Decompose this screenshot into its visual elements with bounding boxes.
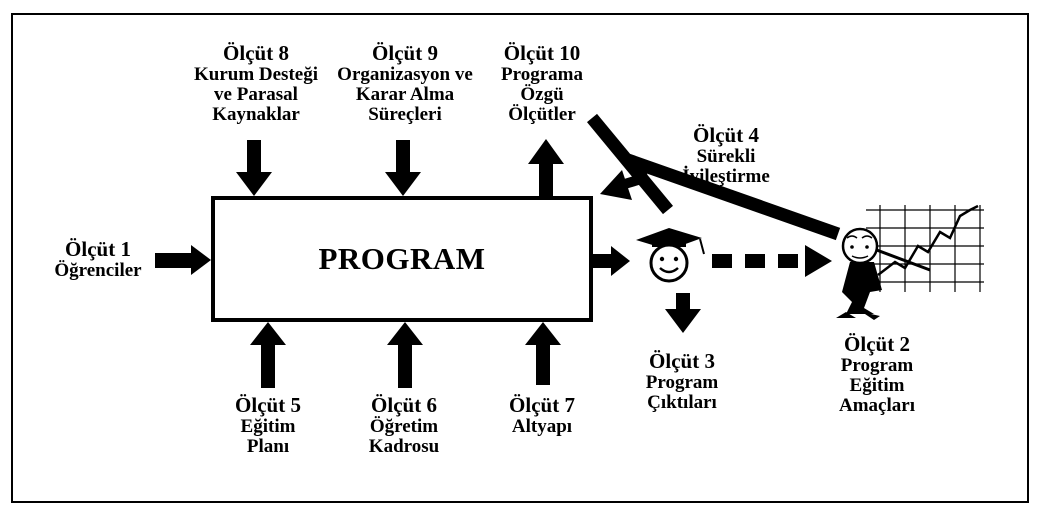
feedback-arrowhead	[600, 170, 650, 200]
diagram-frame	[11, 13, 1029, 503]
criterion-4-line-2: İyileştirme	[682, 166, 770, 187]
criterion-4-title: Ölçüt 4	[693, 123, 759, 147]
program-box: PROGRAM	[211, 196, 593, 322]
criterion-5-title: Ölçüt 5	[235, 393, 301, 417]
criterion-6-line-1: Öğretim	[369, 416, 439, 437]
criterion-4-label: Ölçüt 4 Sürekli İyileştirme	[668, 124, 784, 187]
criterion-3-line-1: Program	[645, 372, 719, 393]
criterion-1-label: Ölçüt 1 Öğrenciler	[46, 238, 150, 281]
criterion-9-label: Ölçüt 9 Organizasyon ve Karar Alma Süreç…	[320, 42, 490, 125]
criterion-9-title: Ölçüt 9	[372, 41, 438, 65]
criterion-8-line-1: Kurum Desteği	[193, 64, 318, 85]
program-label: PROGRAM	[318, 241, 486, 276]
arrow-faculty-up	[387, 322, 423, 388]
criterion-8-label: Ölçüt 8 Kurum Desteği ve Parasal Kaynakl…	[158, 42, 354, 125]
criterion-10-title: Ölçüt 10	[503, 41, 581, 65]
criterion-5-label: Ölçüt 5 Eğitim Planı	[216, 394, 320, 457]
criterion-2-line-1: Program	[840, 355, 914, 376]
criterion-4-line-1: Sürekli	[696, 146, 756, 167]
criterion-7-title: Ölçüt 7	[509, 393, 575, 417]
arrow-students-to-program	[155, 245, 211, 275]
criterion-3-title: Ölçüt 3	[649, 349, 715, 373]
arrow-graduate-to-outcomes	[665, 293, 701, 333]
criterion-5-line-1: Eğitim	[240, 416, 296, 437]
criterion-10-line-2: Özgü	[520, 84, 564, 105]
criterion-1-title: Ölçüt 1	[65, 237, 131, 261]
criterion-8-line-3: Kaynaklar	[212, 104, 300, 125]
criterion-8-title: Ölçüt 8	[223, 41, 289, 65]
criterion-2-line-2: Eğitim	[849, 375, 905, 396]
criterion-2-line-3: Amaçları	[839, 395, 915, 416]
graduate-icon	[636, 228, 705, 283]
criterion-2-title: Ölçüt 2	[844, 332, 910, 356]
criterion-10-label: Ölçüt 10 Programa Özgü Ölçütler	[488, 42, 596, 125]
criterion-3-label: Ölçüt 3 Program Çıktıları	[630, 350, 734, 413]
arrow-program-to-graduate	[593, 246, 630, 276]
dashed-arrow-to-objectives	[712, 245, 832, 277]
criterion-1-line-1: Öğrenciler	[54, 260, 142, 281]
criterion-6-line-2: Kadrosu	[368, 436, 440, 457]
arrow-curriculum-up	[250, 322, 286, 388]
criterion-5-line-2: Planı	[246, 436, 290, 457]
criterion-7-label: Ölçüt 7 Altyapı	[490, 394, 594, 437]
arrow-institutional-support-down	[236, 140, 272, 196]
criterion-6-title: Ölçüt 6	[371, 393, 437, 417]
criterion-9-line-1: Organizasyon ve	[337, 64, 473, 85]
criterion-10-line-1: Programa	[501, 64, 583, 85]
criterion-3-line-2: Çıktıları	[647, 392, 717, 413]
arrow-organization-down	[385, 140, 421, 196]
continuous-improvement-feedback	[586, 113, 841, 241]
presenter-chart-icon	[836, 204, 984, 320]
arrow-program-specific-up	[528, 139, 564, 196]
criterion-7-line-1: Altyapı	[511, 416, 573, 437]
criterion-9-line-2: Karar Alma	[355, 84, 455, 105]
criterion-9-line-3: Süreçleri	[368, 104, 442, 125]
arrow-infrastructure-up	[525, 322, 561, 385]
criterion-2-label: Ölçüt 2 Program Eğitim Amaçları	[822, 333, 932, 416]
criterion-10-line-3: Ölçütler	[508, 104, 576, 125]
criterion-8-line-2: ve Parasal	[214, 84, 298, 105]
criterion-6-label: Ölçüt 6 Öğretim Kadrosu	[352, 394, 456, 457]
